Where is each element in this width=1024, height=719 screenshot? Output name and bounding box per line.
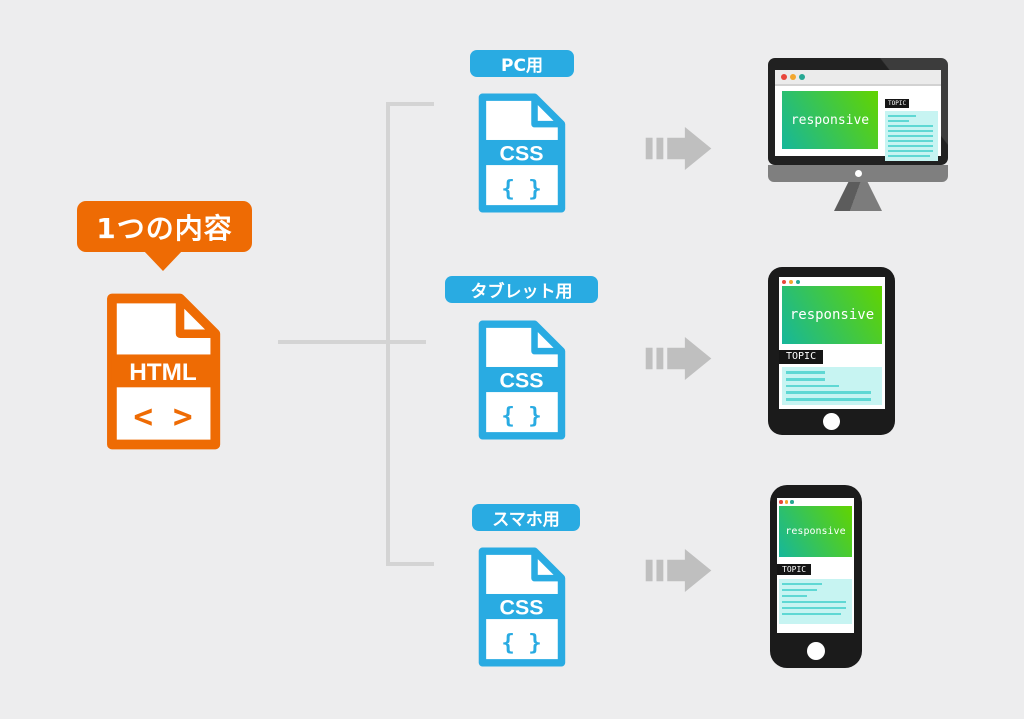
connector-vertical-line [386,102,390,566]
css-file-label-pc: CSS [500,141,544,165]
home-button [807,642,825,660]
css-file-icon-pc: CSS { } [478,93,566,213]
html-code-symbol: < > [133,397,192,435]
css-braces-symbol-pc: { } [501,176,541,202]
hero-headline: responsive [785,525,846,537]
sidebar-column: TOPIC [885,90,938,161]
desktop-monitor: responsive TOPIC [768,58,948,218]
speech-bubble-tail [143,250,183,271]
hero-banner: responsive [782,91,878,149]
tablet-screen: responsive TOPIC [779,277,885,409]
text-panel [779,578,852,624]
hero-banner: responsive [779,505,852,557]
browser-toolbar [775,70,941,86]
badge-smartphone: スマホ用 [472,504,580,531]
topic-tag: TOPIC [779,350,824,364]
arrow-icon-smartphone [645,548,712,593]
badge-pc: PC用 [470,50,574,77]
home-button [823,413,840,430]
tablet-device: responsive TOPIC [768,267,895,435]
css-file-icon-tablet: CSS { } [478,320,566,440]
css-file-label-tablet: CSS [500,368,544,392]
hero-headline: responsive [789,307,875,323]
badge-smartphone-label: スマホ用 [492,510,560,530]
monitor-stand [834,182,882,211]
browser-dots-icon [777,498,854,504]
arrow-icon-tablet [645,336,712,381]
speech-bubble-label: 1つの内容 [96,211,233,245]
topic-tag: TOPIC [885,99,910,109]
smartphone-device: responsive TOPIC [770,485,862,668]
html-file-icon: HTML < > [107,293,221,450]
connector-top-stub [386,102,434,106]
text-panel [885,111,938,161]
css-file-icon-smartphone: CSS { } [478,547,566,667]
hero-banner: responsive [782,286,882,344]
css-braces-symbol-tablet: { } [501,403,541,429]
html-file-label: HTML [129,359,197,386]
topic-tag: TOPIC [777,563,812,576]
smartphone-screen: responsive TOPIC [777,498,854,633]
badge-tablet: タブレット用 [445,276,598,303]
connector-middle-line [278,340,426,344]
badge-tablet-label: タブレット用 [470,282,573,302]
browser-dots-icon [781,74,805,80]
monitor-camera-dot [854,170,862,177]
connector-bottom-stub [386,562,434,566]
badge-pc-label: PC用 [501,56,543,76]
monitor-screen: responsive TOPIC [775,70,941,161]
css-file-label-smartphone: CSS [500,595,544,619]
hero-headline: responsive [790,112,870,128]
text-panel [782,367,882,405]
monitor-chin [768,165,948,182]
speech-bubble: 1つの内容 [77,201,252,252]
browser-dots-icon [779,277,885,284]
arrow-icon-pc [645,126,712,171]
css-braces-symbol-smartphone: { } [501,630,541,656]
